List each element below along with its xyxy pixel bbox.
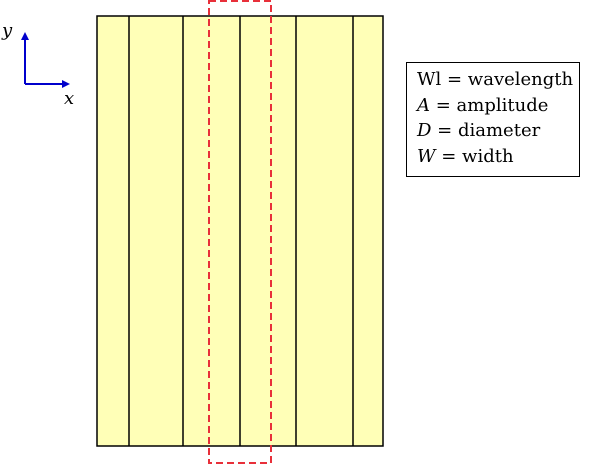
legend-item-diameter: D = diameter: [417, 118, 569, 144]
unit-cell-highlight: [208, 0, 272, 464]
legend-symbol: Wl: [417, 69, 442, 90]
stripe-panel: [96, 15, 384, 447]
legend-symbol: W: [417, 145, 436, 167]
y-axis-label: y: [1, 20, 13, 41]
legend-item-width: W = width: [417, 144, 569, 170]
legend-text: = wavelength: [447, 69, 574, 90]
x-axis-label: x: [64, 88, 74, 109]
legend-text: = amplitude: [435, 94, 549, 116]
legend-text: = width: [441, 145, 514, 167]
legend-text: = diameter: [437, 120, 541, 141]
legend-item-wavelength: Wl = wavelength: [417, 67, 573, 93]
legend-symbol: D: [417, 120, 432, 141]
legend-box: Wl = wavelength A = amplitude D = diamet…: [406, 62, 580, 177]
axis-indicator: y x: [1, 20, 74, 109]
legend-symbol: A: [417, 94, 430, 116]
legend-item-amplitude: A = amplitude: [417, 93, 569, 119]
